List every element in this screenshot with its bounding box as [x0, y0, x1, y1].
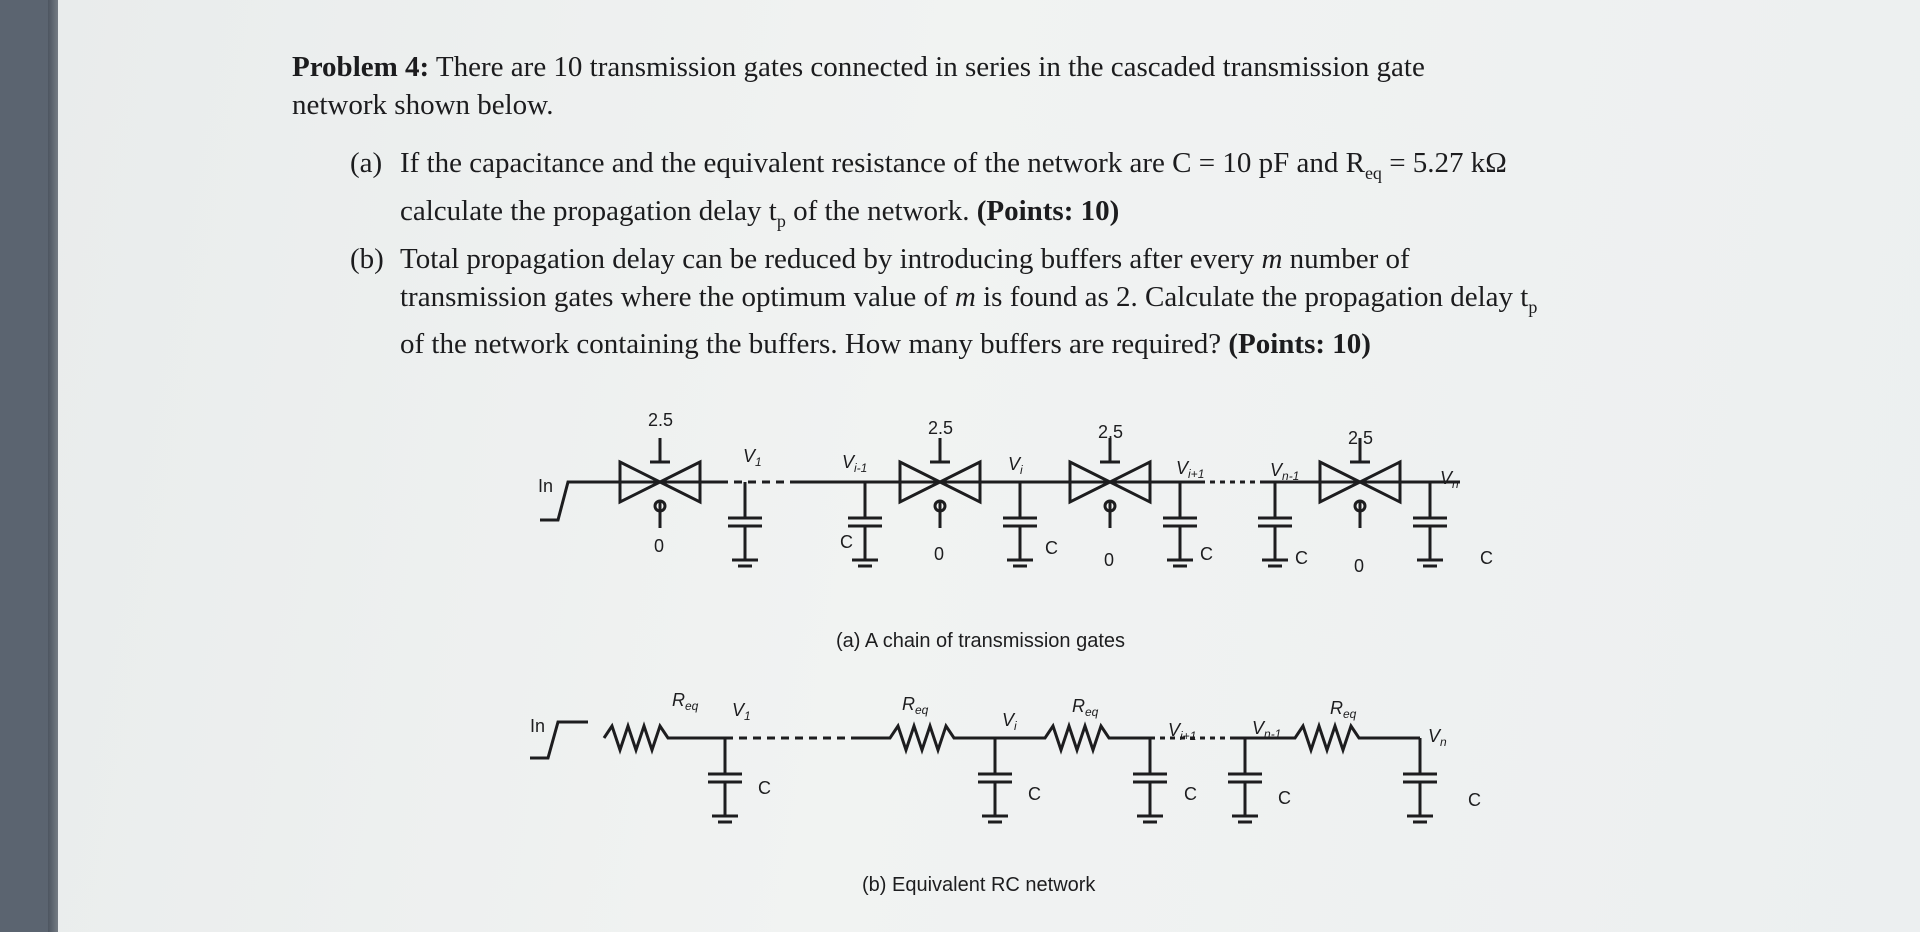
- part-a-line-1: If the capacitance and the equivalent re…: [400, 144, 1772, 192]
- problem-intro-line-1: Problem 4: There are 10 transmission gat…: [292, 48, 1772, 86]
- part-b-line1-pre: Total propagation delay can be reduced b…: [400, 242, 1262, 275]
- transmission-gate-1-icon: [618, 438, 702, 528]
- capacitor-b-2-icon: [978, 738, 1012, 824]
- gate-3-bottom: 0: [1104, 550, 1114, 570]
- figure-a-input-step-icon: [540, 480, 598, 522]
- problem-title: Problem 4:: [292, 51, 430, 83]
- figure-b-input-label: In: [530, 716, 545, 736]
- figure-a-node-vn-minus: Vn-1: [1270, 460, 1299, 483]
- part-b-line1-m: m: [1261, 242, 1283, 275]
- part-a-text: If the capacitance and the equivalent re…: [400, 144, 1772, 240]
- figure-a-caption: (a) A chain of transmission gates: [836, 630, 1126, 652]
- part-a-line2-sub: p: [776, 210, 786, 231]
- figure-b-node-vi-plus: Vi+1: [1168, 720, 1196, 743]
- figure-b-node-vn-minus: Vn-1: [1252, 718, 1281, 741]
- figure-b-node-vi: Vi: [1002, 710, 1017, 733]
- resistor-b-4-icon: [1230, 721, 1420, 755]
- part-b-line2-sub: p: [1528, 296, 1538, 317]
- part-b-line-2: transmission gates where the optimum val…: [400, 278, 1772, 326]
- figure-b-rc-network: In Req Req Req Req V1 Vi Vi+1 Vn-1 Vn C …: [530, 690, 1481, 824]
- figure-a-cap-label-4: C: [1295, 548, 1308, 568]
- gate-1-bottom: 0: [654, 536, 664, 556]
- gate-3-voltage: 2.5: [1098, 422, 1123, 442]
- gate-2-voltage: 2.5: [928, 418, 953, 438]
- figure-a-node-vi: Vi: [1008, 454, 1023, 477]
- part-a-points: (Points: 10): [976, 194, 1120, 227]
- resistor-b-3-icon: [995, 721, 1150, 755]
- capacitor-a-1-icon: [728, 482, 762, 568]
- paper-sheet: [58, 0, 1920, 932]
- capacitor-a-2-icon: [848, 482, 882, 568]
- problem-intro-1: There are 10 transmission gates connecte…: [435, 51, 1425, 83]
- part-b-line3: of the network containing the buffers. H…: [400, 328, 1229, 361]
- figure-b-caption: (b) Equivalent RC network: [862, 874, 1096, 896]
- capacitor-a-6-icon: [1413, 482, 1447, 568]
- problem-intro-line-2: network shown below.: [292, 86, 1772, 124]
- part-b-label: (b): [350, 242, 384, 275]
- figure-b-node-vn: Vn: [1428, 726, 1447, 749]
- part-b-text: Total propagation delay can be reduced b…: [400, 240, 1772, 364]
- part-b-points: (Points: 10): [1228, 328, 1371, 361]
- capacitor-b-5-icon: [1403, 738, 1437, 824]
- figure-a-transmission-gate-chain: In 2.5 2.5 2.5 2.5 0 0 0 0 C C C C C V1 …: [538, 410, 1493, 576]
- figure-b-node-v1: V1: [732, 700, 751, 723]
- part-a-label: (a): [350, 147, 383, 179]
- figure-b-res-label-4: Req: [1330, 698, 1357, 721]
- figure-b-res-label-3: Req: [1072, 696, 1099, 719]
- part-b-line-1: Total propagation delay can be reduced b…: [400, 240, 1772, 278]
- part-a-line2-pre: calculate the propagation delay t: [400, 194, 777, 227]
- problem-intro-2: network shown below.: [292, 89, 554, 121]
- gate-2-bottom: 0: [934, 544, 944, 564]
- part-b-line-3: of the network containing the buffers. H…: [400, 325, 1772, 363]
- part-a-line1-post: = 5.27 kΩ: [1381, 147, 1507, 179]
- resistor-b-1-icon: [602, 721, 725, 755]
- figure-a-cap-label-3: C: [1200, 544, 1213, 564]
- capacitor-b-1-icon: [708, 738, 742, 824]
- figure-a-cap-label-5: C: [1480, 548, 1493, 568]
- figure-a-node-vn: Vn: [1440, 468, 1459, 491]
- part-b: (b) Total propagation delay can be reduc…: [350, 240, 1772, 364]
- figure-a-node-v1: V1: [743, 446, 762, 469]
- capacitor-a-4-icon: [1163, 482, 1197, 568]
- part-a-line-2: calculate the propagation delay tp of th…: [400, 192, 1772, 240]
- figure-b-cap-label-2: C: [1028, 784, 1041, 804]
- figure-b-res-label-2: Req: [902, 694, 929, 717]
- figure-a-node-vi-plus: Vi+1: [1176, 458, 1204, 481]
- part-a-line1-pre: If the capacitance and the equivalent re…: [400, 147, 1365, 179]
- capacitor-b-4-icon: [1228, 738, 1262, 824]
- figure-b-cap-label-5: C: [1468, 790, 1481, 810]
- figure-b-cap-label-4: C: [1278, 788, 1291, 808]
- transmission-gate-3-icon: [1068, 438, 1152, 528]
- figure-b-input-step-icon: [530, 720, 588, 760]
- part-a-line2-mid: of the network.: [785, 194, 977, 227]
- figure-a-input-label: In: [538, 476, 553, 496]
- figure-b-res-label-1: Req: [672, 690, 699, 713]
- part-b-line2-m: m: [954, 280, 976, 313]
- part-b-line2-post: is found as 2. Calculate the propagation…: [975, 280, 1529, 313]
- transmission-gate-2-icon: [898, 438, 982, 528]
- part-b-line2-pre: transmission gates where the optimum val…: [400, 280, 955, 313]
- transmission-gate-4-icon: [1318, 438, 1402, 528]
- capacitor-a-5-icon: [1258, 482, 1292, 568]
- capacitor-a-3-icon: [1003, 482, 1037, 568]
- part-b-line1-post: number of: [1282, 242, 1410, 275]
- gate-1-voltage: 2.5: [648, 410, 673, 430]
- figure-a-cap-label-1: C: [840, 532, 853, 552]
- gate-4-voltage: 2.5: [1348, 428, 1373, 448]
- figure-a-node-vi-minus: Vi-1: [842, 452, 867, 475]
- resistor-b-2-icon: [855, 721, 995, 755]
- capacitor-b-3-icon: [1133, 738, 1167, 824]
- gate-4-bottom: 0: [1354, 556, 1364, 576]
- figure-b-cap-label-1: C: [758, 778, 771, 798]
- part-a-line1-sub: eq: [1364, 162, 1382, 183]
- part-a: (a) If the capacitance and the equivalen…: [350, 144, 1772, 240]
- figure-b-cap-label-3: C: [1184, 784, 1197, 804]
- figure-a-cap-label-2: C: [1045, 538, 1058, 558]
- problem-text: Problem 4: There are 10 transmission gat…: [292, 48, 1772, 363]
